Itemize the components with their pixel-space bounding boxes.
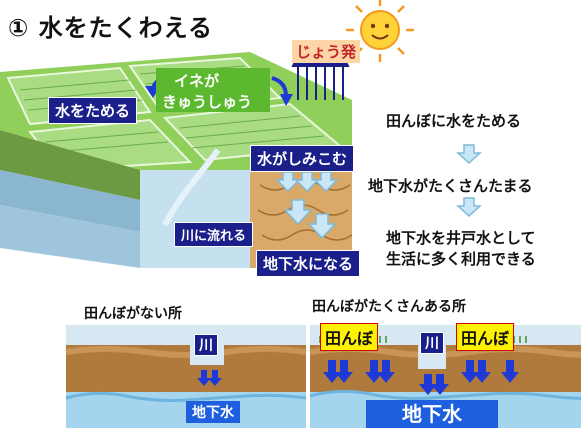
river-channel xyxy=(140,170,250,268)
rice-absorb-box: イネが きゅうしゅう xyxy=(156,68,270,112)
flow-arrows xyxy=(456,144,482,218)
flow-step-3b: 生活に多く利用できる xyxy=(386,250,536,268)
groundwater-label-right: 地下水 xyxy=(366,400,498,428)
river-label-right: 川 xyxy=(420,332,444,354)
evaporation-label: じょう発 xyxy=(292,40,361,63)
page-title: ① 水をたくわえる xyxy=(8,14,213,42)
store-water-label: 水をためる xyxy=(48,97,138,124)
no-paddy-title: 田んぼがない所 xyxy=(84,306,182,322)
flow-step-2: 地下水がたくさんたまる xyxy=(368,177,533,195)
flow-step-3a: 地下水を井戸水として xyxy=(386,229,536,247)
paddy-label-1: 田んぼ xyxy=(320,323,379,351)
ground-layer-top xyxy=(0,130,140,200)
rice-absorb-line1: イネが xyxy=(174,72,220,90)
ground-layer-mid xyxy=(0,170,140,232)
river-label-left: 川 xyxy=(194,334,218,356)
groundwater-label-left: 地下水 xyxy=(186,401,240,423)
to-river-label: 川に流れる xyxy=(174,222,254,247)
seep-label: 水がしみこむ xyxy=(250,145,355,172)
many-paddy-title: 田んぼがたくさんある所 xyxy=(312,299,466,315)
flow-step-1: 田んぼに水をためる xyxy=(386,112,522,130)
groundwater-label: 地下水になる xyxy=(256,250,361,277)
sun-icon xyxy=(346,0,414,62)
rice-absorb-line2: きゅうしゅう xyxy=(162,93,253,111)
seep-arrows xyxy=(275,171,339,240)
stream xyxy=(162,148,221,227)
paddy-label-2: 田んぼ xyxy=(456,323,515,351)
ground-layer-low xyxy=(0,205,140,268)
